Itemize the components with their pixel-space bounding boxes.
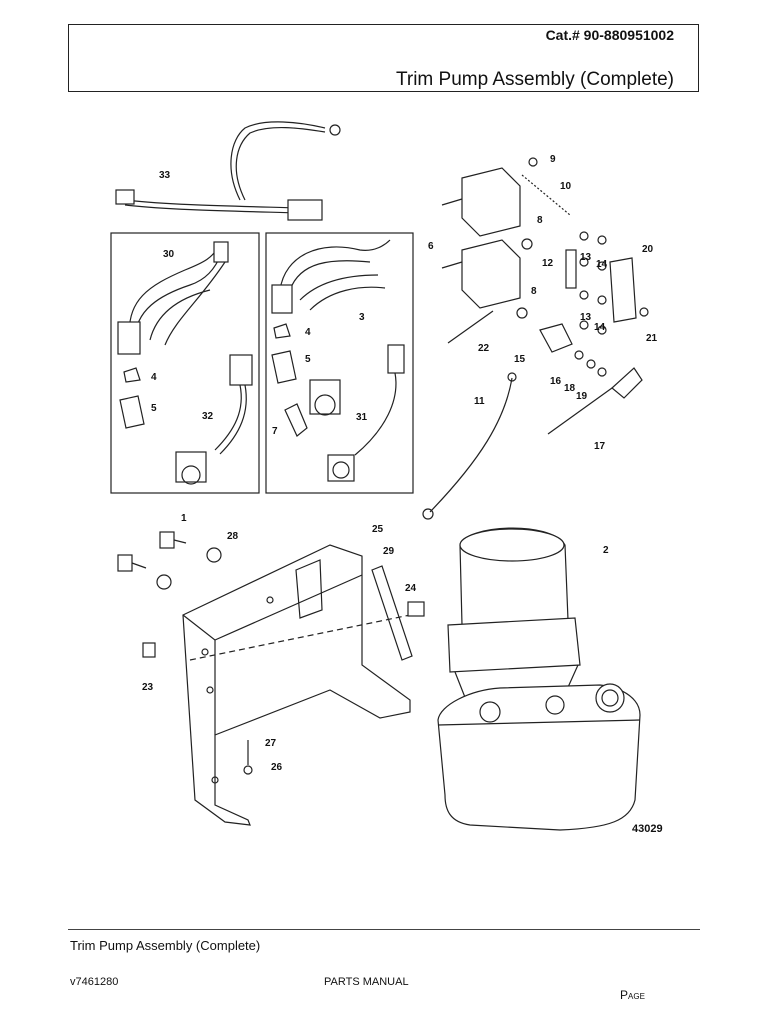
header-box: Cat.# 90-880951002 Trim Pump Assembly (C… <box>68 24 699 92</box>
page-title: Trim Pump Assembly (Complete) <box>395 69 674 90</box>
callout-10: 10 <box>560 181 572 192</box>
callout-4a: 4 <box>151 372 157 383</box>
inset-box-left <box>110 232 260 494</box>
callout-24: 24 <box>405 583 417 594</box>
inset-right-drawing <box>271 239 405 482</box>
figure-id: 43029 <box>632 823 663 835</box>
callout-26: 26 <box>271 762 283 773</box>
callout-3: 3 <box>359 312 365 323</box>
bracket-25-drawing <box>182 544 413 826</box>
callout-5a: 5 <box>151 403 157 414</box>
callout-23: 23 <box>142 682 154 693</box>
callout-31: 31 <box>356 412 368 423</box>
callout-28: 28 <box>227 531 239 542</box>
callout-20: 20 <box>642 244 654 255</box>
callout-29: 29 <box>383 546 395 557</box>
callout-5b: 5 <box>305 354 311 365</box>
fasteners-drawing <box>117 531 425 775</box>
footer-version: v7461280 <box>70 976 119 988</box>
callout-9: 9 <box>550 154 556 165</box>
callout-8a: 8 <box>537 215 543 226</box>
callout-17: 17 <box>594 441 606 452</box>
callout-14a: 14 <box>596 259 608 270</box>
callout-27: 27 <box>265 738 277 749</box>
callout-4b: 4 <box>305 327 311 338</box>
callout-18: 18 <box>564 383 576 394</box>
callout-19: 19 <box>576 391 588 402</box>
footer-section-title: Trim Pump Assembly (Complete) <box>70 938 261 953</box>
inset-box-right <box>265 232 414 494</box>
callout-30: 30 <box>163 249 175 260</box>
callout-12: 12 <box>542 258 554 269</box>
callout-22: 22 <box>478 343 490 354</box>
footer-manual-label: PARTS MANUAL <box>324 976 409 988</box>
callout-11: 11 <box>474 396 485 407</box>
pump-assembly-2-drawing <box>437 527 641 831</box>
inset-left-drawing <box>117 241 253 485</box>
callout-32: 32 <box>202 411 214 422</box>
cable-11-drawing <box>429 377 513 513</box>
footer-divider <box>68 929 700 930</box>
callout-16: 16 <box>550 376 562 387</box>
callout-14b: 14 <box>594 322 606 333</box>
callout-8b: 8 <box>531 286 537 297</box>
callout-25: 25 <box>372 524 384 535</box>
solenoids-drawing <box>441 157 649 435</box>
catalog-number: Cat.# 90-880951002 <box>545 27 674 43</box>
footer-page-label: Page <box>620 988 645 1002</box>
callout-7: 7 <box>272 426 278 437</box>
callout-21: 21 <box>646 333 658 344</box>
callout-6: 6 <box>428 241 434 252</box>
harness-33-drawing <box>115 121 341 221</box>
callout-1: 1 <box>181 513 187 524</box>
callout-33: 33 <box>159 170 171 181</box>
callout-13a: 13 <box>580 252 592 263</box>
callout-2: 2 <box>603 545 609 556</box>
callout-13b: 13 <box>580 312 592 323</box>
callout-15: 15 <box>514 354 526 365</box>
